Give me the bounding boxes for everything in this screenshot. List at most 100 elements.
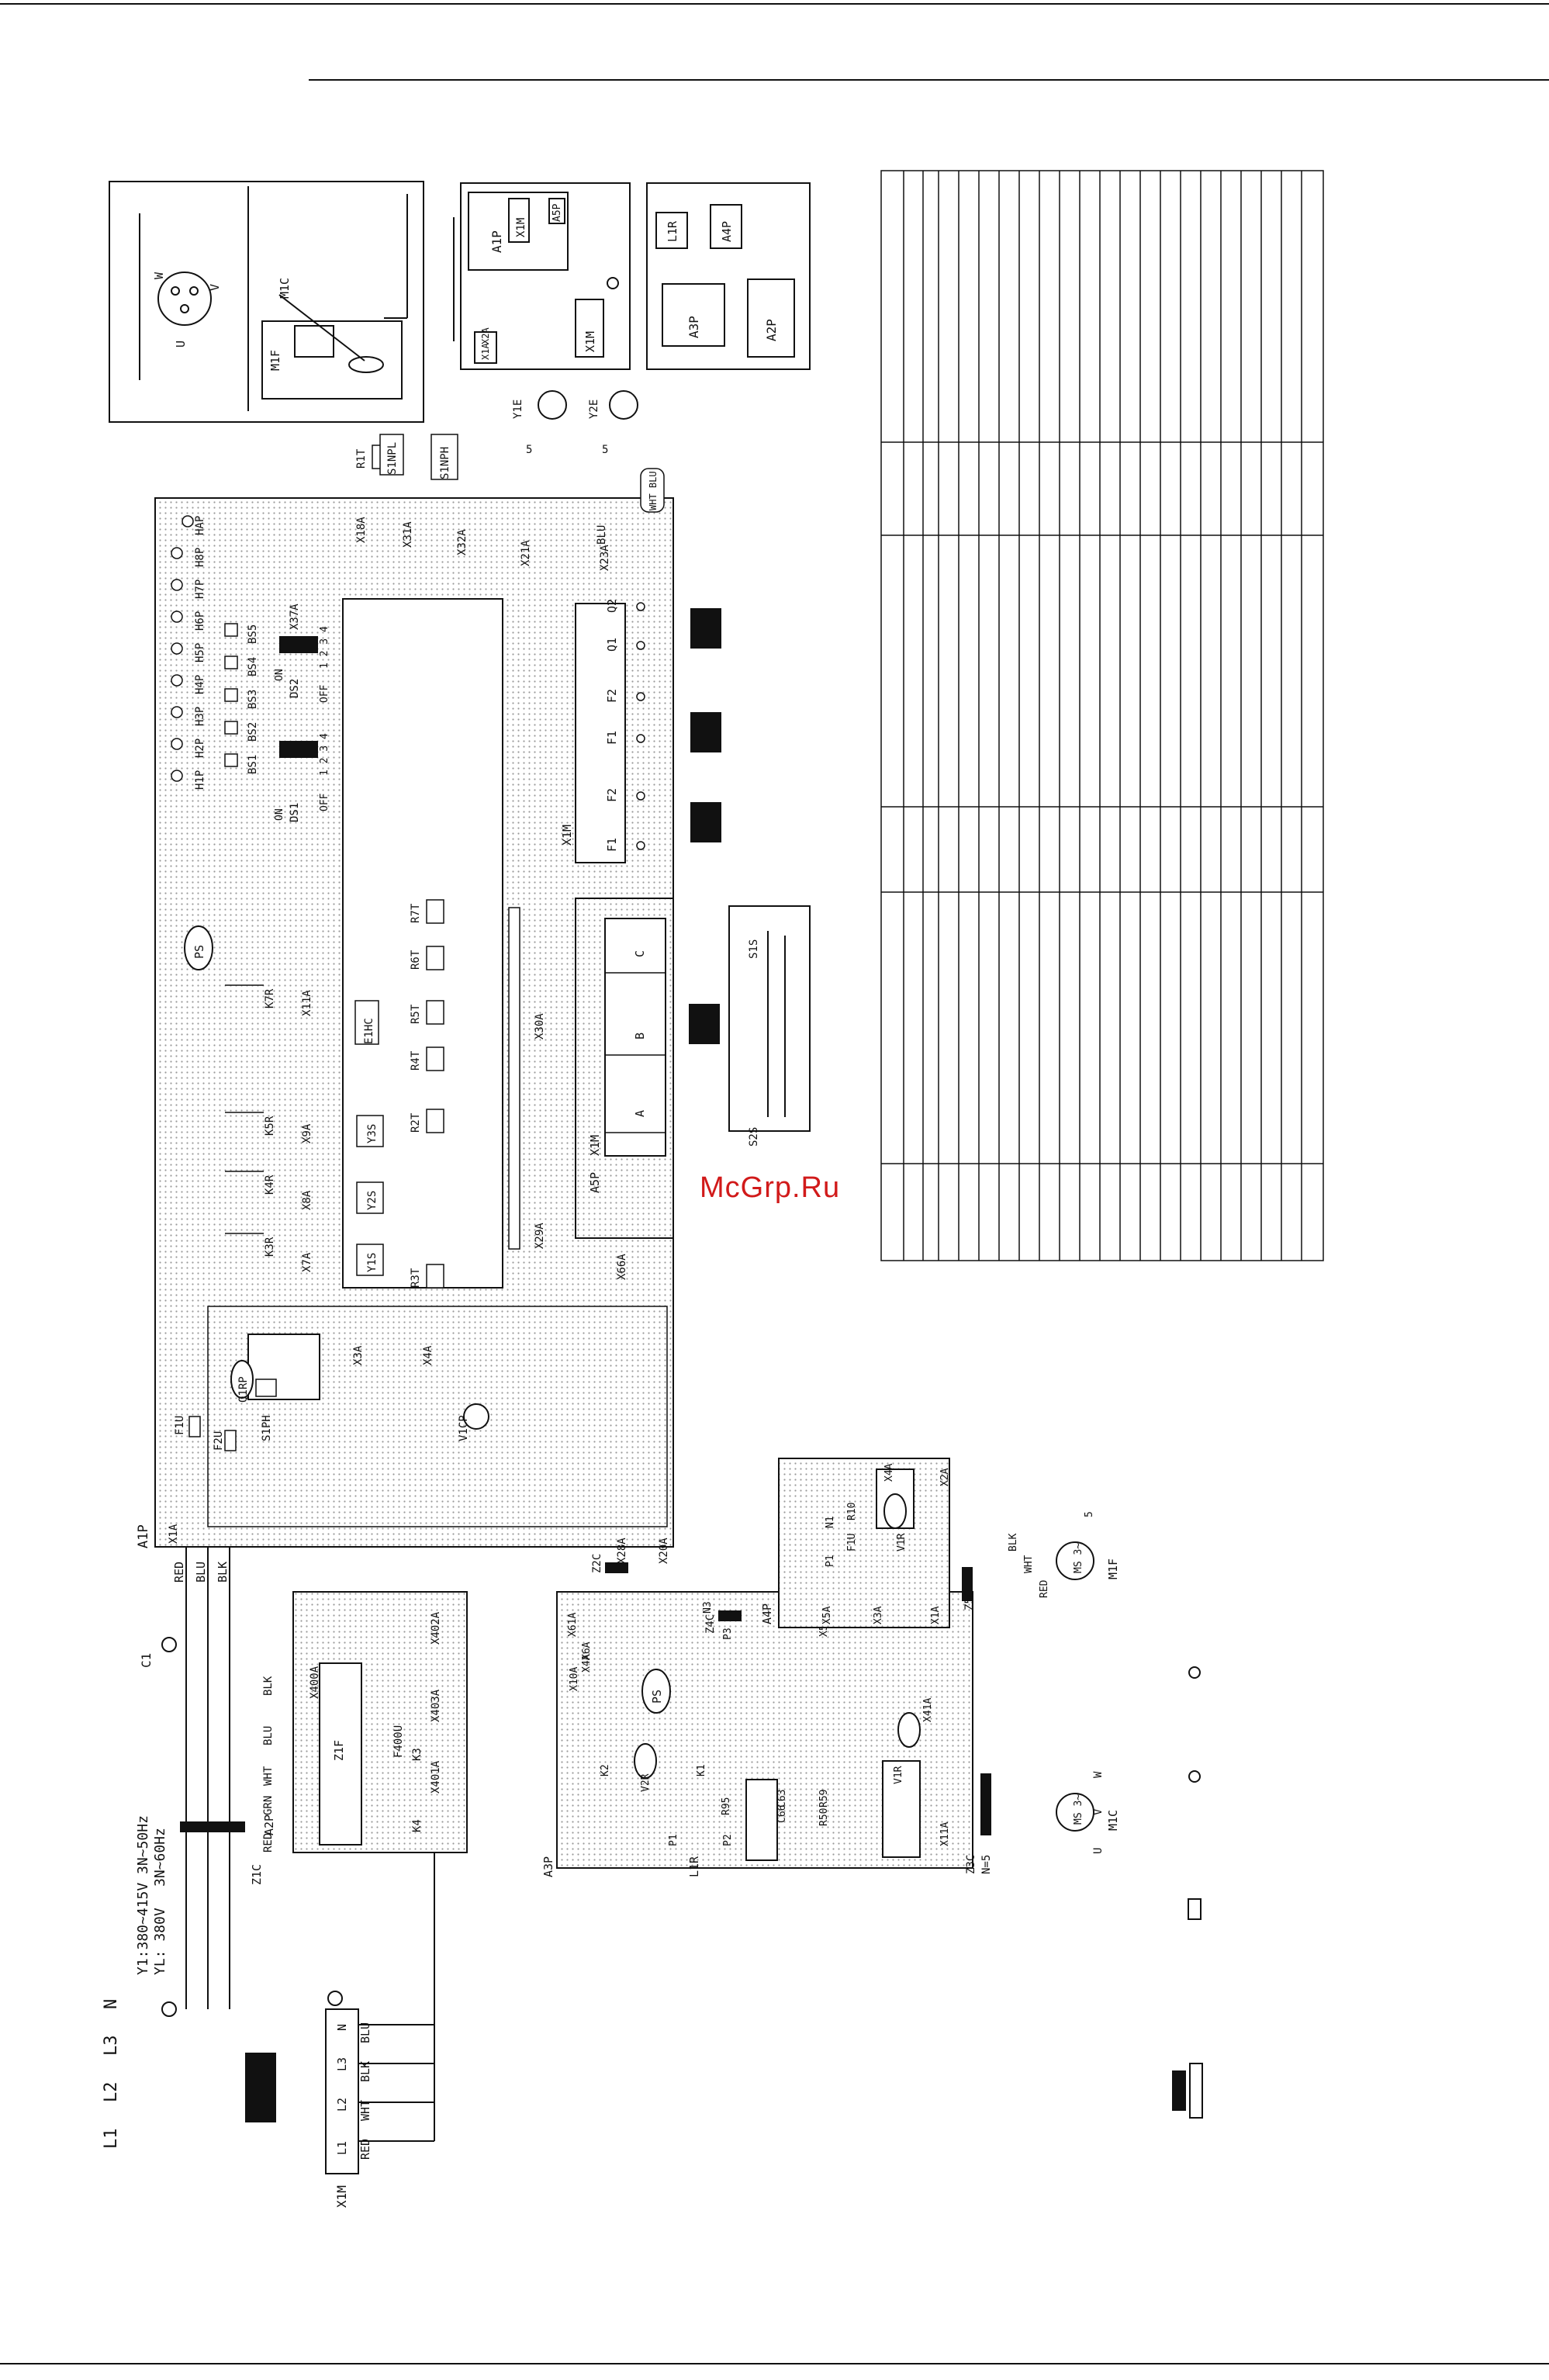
a1p-top-devices: S1NPL S1NPH Y1E Y2E 5 5 WHT BLU BLU	[379, 390, 665, 545]
a3p-part-c63-10: C63	[776, 1790, 788, 1807]
a3p-part-p2-17: P2	[722, 1834, 734, 1846]
v1cp-label: V1CP	[458, 1415, 470, 1441]
inset-compressor-m1c: M1C	[278, 278, 292, 299]
connector-x32a: X32A	[456, 529, 469, 555]
x1m-outdoor-label: X1M	[560, 825, 574, 846]
led-h8p: H8P	[194, 548, 206, 567]
ferrite-z5c: Z5C	[963, 1591, 976, 1610]
switch-s2s: S2S	[748, 1127, 760, 1147]
a3p-part-p1-16: P1	[668, 1834, 679, 1846]
inset-inverter-frame	[646, 182, 811, 370]
connector-x18a: X18A	[355, 517, 368, 543]
power-supply: Y1:380~415V 3N~50Hz 3N~60Hz YL: 380V L1L…	[102, 1637, 359, 2208]
reactor-l1r: L1R	[687, 1856, 701, 1877]
connector-x28a: X28A	[616, 1538, 628, 1564]
capacitor-c1: C1	[139, 1653, 154, 1668]
ferrite-z2c: Z2C	[591, 1554, 603, 1573]
a4p-part-v1r-9: V1R	[896, 1533, 908, 1551]
motor-m1c-pin-u: U	[1092, 1848, 1105, 1854]
connector-x21a: X21A	[520, 540, 532, 566]
connector-x9a: X9A	[301, 1123, 313, 1143]
led-h4p: H4P	[194, 675, 206, 694]
a4p-label: A4P	[760, 1603, 774, 1624]
connector-x3a: X3A	[352, 1345, 365, 1365]
wire-blk-a2p: BLK	[262, 1676, 275, 1696]
a1p-inner-panel	[342, 598, 503, 1289]
led-h1p: H1P	[194, 770, 206, 790]
x1m-main-pin-l1: L1	[335, 2141, 349, 2155]
a1p-ps-label: PS	[192, 945, 206, 959]
connector-x66a: X66A	[616, 1254, 628, 1280]
x1m-main-pin-l3: L3	[335, 2057, 349, 2071]
comm-bead-2	[690, 802, 721, 842]
solenoid-y2s: Y2S	[366, 1191, 379, 1210]
a3p-label: A3P	[541, 1856, 555, 1877]
ds1-on-label: ON	[274, 808, 285, 821]
inset-switchbox-a5p: A5P	[551, 203, 563, 222]
thermistor-r1t: R1T	[355, 448, 368, 469]
relay-k4r: K4R	[264, 1174, 276, 1195]
ds2-pins: 1 2 3 4	[319, 626, 330, 669]
supply-voltage-y1-60: 3N~60Hz	[152, 1828, 168, 1887]
connector-x37a: X37A	[289, 604, 301, 630]
a3p-part-p3-18: P3	[722, 1628, 734, 1640]
a3p-part-v1r-14: V1R	[893, 1766, 904, 1784]
connector-x11a: X11A	[301, 990, 313, 1016]
a3p-part-v2r-15: V2R	[640, 1773, 652, 1792]
ferrite-z1c: Z1C	[250, 1864, 264, 1885]
thermistor-r5t: R5T	[410, 1004, 422, 1024]
connector-x20a: X20A	[658, 1538, 670, 1564]
inset-compressor-w: W	[152, 272, 166, 279]
ds2-switch: DS2 ON OFF 1 2 3 4	[274, 626, 330, 703]
a3p-part-x4a-5: X4A	[581, 1654, 593, 1673]
x1m-display-pin-c: C	[633, 950, 647, 957]
a4p-part-x5a-3: X5A	[821, 1606, 833, 1624]
legend-symbols	[1172, 1666, 1203, 2119]
motor-m1f-wht: WHT	[1023, 1555, 1035, 1573]
inset-compressor-v: V	[208, 284, 222, 291]
a2p-x401a: X401A	[430, 1760, 442, 1794]
ds2-label: DS2	[289, 679, 301, 698]
wire-blk-x1m: BLK	[358, 2061, 372, 2082]
phase-label-l1: L1	[102, 2129, 121, 2150]
motor-m1c-pin-w: W	[1092, 1771, 1105, 1778]
comm-bead-1	[689, 1004, 720, 1044]
a3p-board: PS A3P X10AX41AX61AX6AX5AX4AX11AK1K2R95C…	[541, 1591, 973, 1877]
wire-blu-a2p: BLU	[262, 1726, 275, 1745]
legend-table	[880, 170, 1324, 1261]
a1p-label: A1P	[136, 1524, 151, 1548]
inset-compressor: U V W M1C M1F	[109, 181, 424, 423]
a3p-part-x61a-2: X61A	[567, 1613, 579, 1637]
x1m-outdoor-pin-1: F1	[605, 838, 619, 852]
button-bs2: BS2	[247, 722, 259, 742]
led-h2p: H2P	[194, 739, 206, 758]
ev-y2e-label: Y2E	[588, 400, 600, 419]
a3p-part-r59-13: R59	[818, 1790, 830, 1807]
inset-inverter-a3p: A3P	[686, 316, 701, 338]
wire-red-x1m: RED	[358, 2139, 372, 2160]
a3p-part-x6a-3: X6A	[581, 1641, 593, 1660]
motor-m1f-red: RED	[1039, 1579, 1050, 1598]
thermistor-r3t: R3T	[410, 1268, 422, 1288]
ev-y1e-pins: 5	[526, 444, 532, 456]
relay-k3r: K3R	[264, 1237, 276, 1257]
ds1-off-label: OFF	[319, 793, 330, 811]
x1m-main-block	[325, 2008, 359, 2174]
led-h3p: H3P	[194, 707, 206, 726]
ev-y1e-label: Y1E	[512, 400, 524, 419]
a2p-x400a: X400A	[309, 1666, 321, 1699]
main-wire-labels: RED BLU BLK BLU BLK WHT RED	[172, 1562, 372, 2160]
a3p-part-r50-12: R50	[818, 1808, 830, 1826]
solenoid-y1s: Y1S	[366, 1253, 379, 1272]
ferrite-z4c: Z4C	[704, 1614, 717, 1634]
a2p-x402a: X402A	[430, 1611, 442, 1645]
wire-blk-a1p: BLK	[216, 1562, 230, 1583]
ds2-off-label: OFF	[319, 684, 330, 703]
a2p-k3: K3	[411, 1748, 424, 1761]
a2p-fuse-f400u: F400U	[392, 1725, 405, 1758]
inset-switchbox: A1P X1M A5P X1A X2A X1M	[453, 182, 631, 370]
